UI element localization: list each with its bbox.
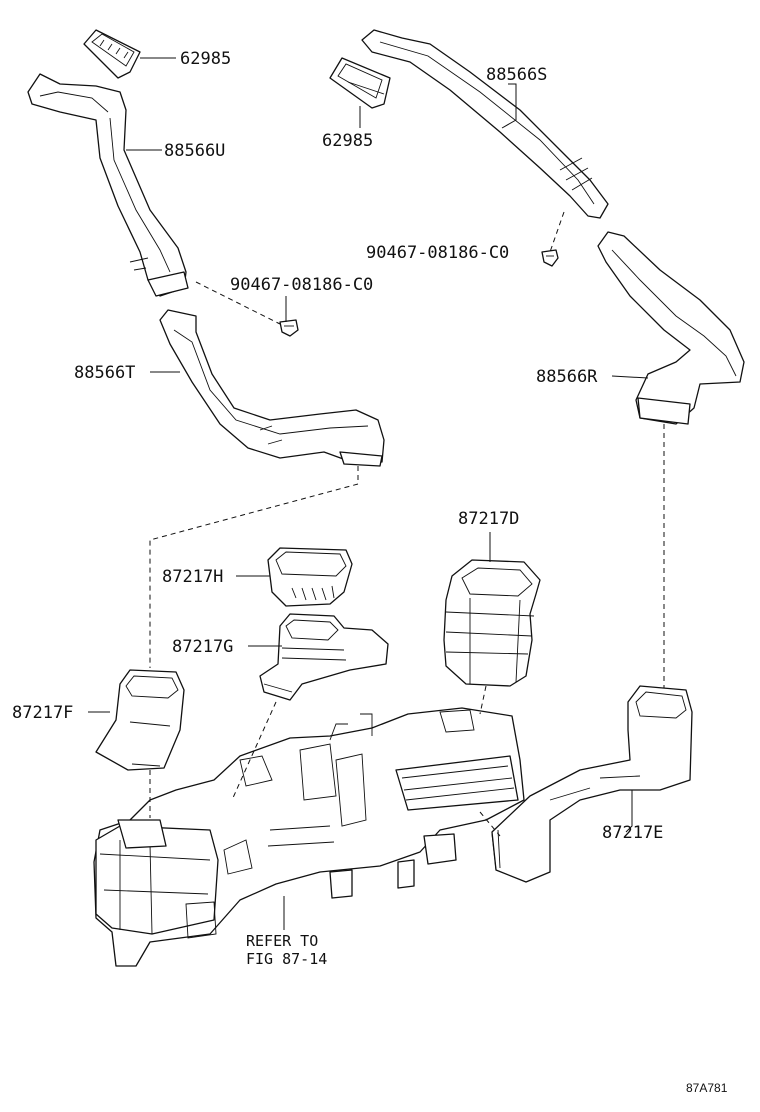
heater-assembly [93, 707, 525, 967]
screw-90467-a [279, 319, 299, 337]
label-90467-right: 90467-08186-C0 [366, 243, 509, 263]
label-62985-right: 62985 [322, 131, 373, 151]
label-87217E: 87217E [602, 823, 663, 843]
refer-to-line1: REFER TO [246, 932, 318, 950]
register-62985-left [83, 29, 141, 79]
label-87217D: 87217D [458, 509, 519, 529]
duct-88566T [159, 309, 385, 467]
figure-code: 87A781 [686, 1081, 728, 1095]
label-87217H: 87217H [162, 567, 223, 587]
label-88566R: 88566R [536, 367, 598, 387]
part-labels: 62985 88566U 88566S 62985 90467-08186-C0… [12, 49, 728, 1095]
label-62985-left: 62985 [180, 49, 231, 69]
duct-87217D [443, 559, 541, 687]
register-62985-right [329, 57, 391, 109]
leader-lines [88, 57, 649, 930]
label-88566T: 88566T [74, 363, 135, 383]
label-87217G: 87217G [172, 637, 233, 657]
label-88566U: 88566U [164, 141, 225, 161]
label-87217F: 87217F [12, 703, 73, 723]
duct-87217F [95, 669, 185, 771]
label-88566S: 88566S [486, 65, 547, 85]
label-90467-left: 90467-08186-C0 [230, 275, 373, 295]
duct-88566S [361, 29, 609, 219]
screw-90467-b [541, 249, 559, 267]
duct-87217H [267, 547, 353, 607]
refer-to-line2: FIG 87-14 [246, 950, 327, 968]
duct-87217G [259, 613, 389, 701]
assembly-lines [149, 211, 665, 837]
duct-87217E [491, 685, 693, 883]
duct-88566R [597, 231, 745, 425]
duct-88566U [27, 73, 189, 297]
